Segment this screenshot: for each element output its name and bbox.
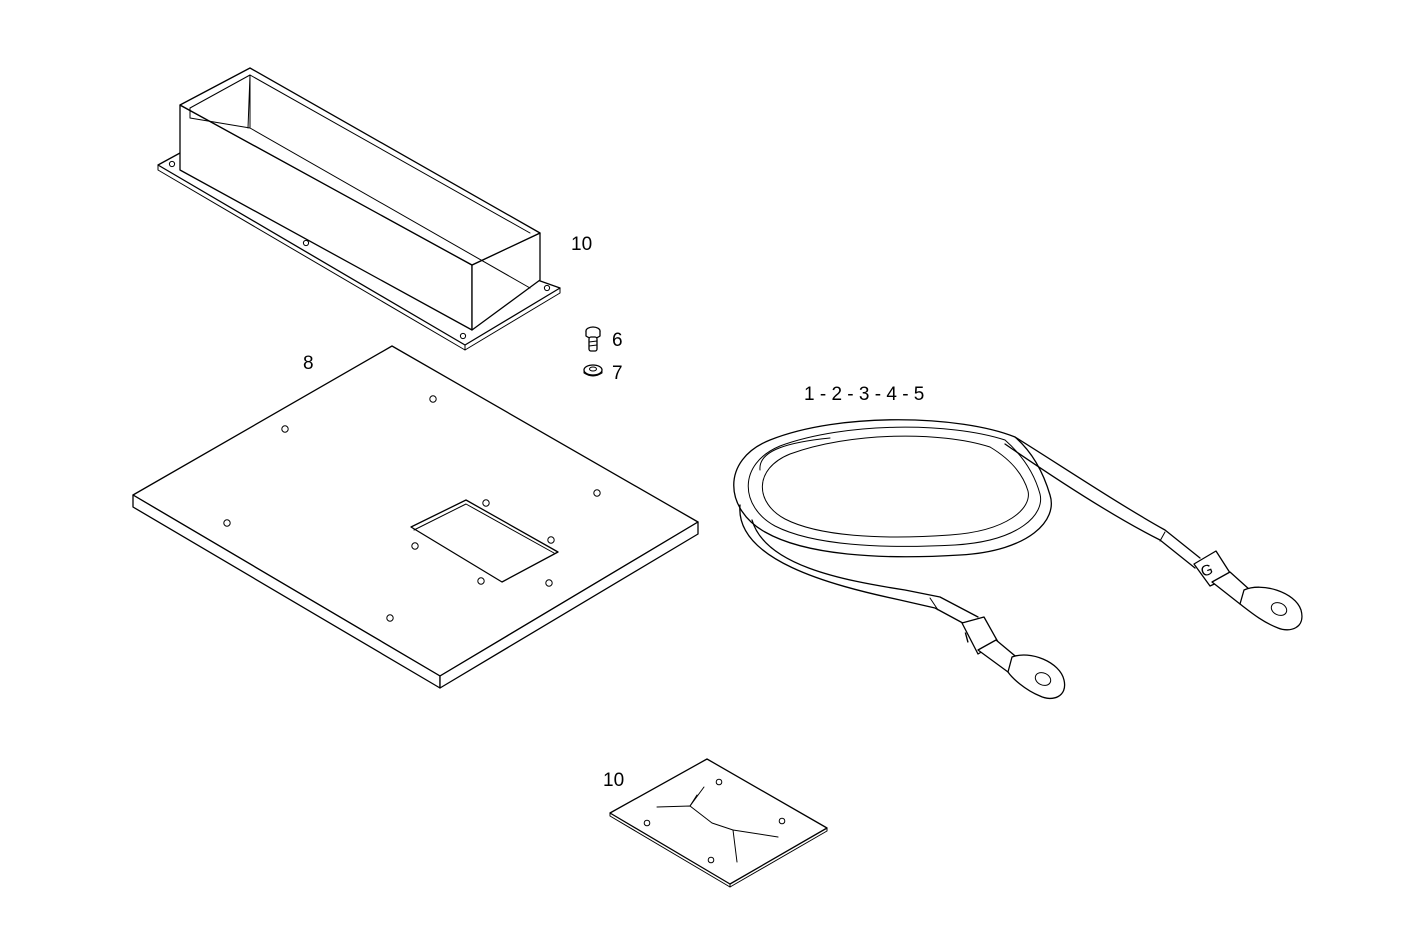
callout-cable-set: 1 - 2 - 3 - 4 - 5 [804, 384, 924, 405]
plate-right-side [439, 521, 699, 689]
plate-hole [477, 577, 485, 585]
cable-lug-left: I [961, 616, 1066, 700]
gasket-part [609, 758, 828, 888]
gasket-hole [643, 819, 651, 827]
cable-set-part: I G [733, 419, 1303, 700]
plate-hole [281, 425, 289, 433]
duct-opening [179, 67, 541, 266]
callout-duct: 10 [571, 234, 592, 255]
cable-coil-inner [761, 435, 1029, 538]
cable-lug-right: G [1193, 550, 1303, 631]
gasket-top-face [609, 758, 828, 885]
plate-top-face [132, 345, 699, 677]
washer-part [583, 364, 603, 377]
plate-cutout [410, 499, 559, 583]
bolt-part [585, 326, 601, 352]
plate-hole [223, 519, 231, 527]
plate-hole [545, 579, 553, 587]
cable-coil-middle [747, 426, 1042, 547]
duct-flange-hole [459, 332, 467, 340]
callout-gasket: 10 [603, 770, 624, 791]
duct-flange-hole [302, 239, 310, 247]
plate-hole [547, 536, 555, 544]
plate-hole [593, 489, 601, 497]
plate-hole [386, 614, 394, 622]
gasket-hole [778, 817, 786, 825]
cable-tag-left-label: I [963, 629, 971, 647]
cable-tag-right-label: G [1199, 561, 1216, 581]
plate-hole [411, 542, 419, 550]
callout-bolt: 6 [612, 330, 623, 351]
duct-flange-hole [543, 284, 551, 292]
base-plate-part [132, 345, 699, 689]
gasket-hole [707, 856, 715, 864]
gasket-hole [715, 778, 723, 786]
callout-washer: 7 [612, 363, 623, 384]
cable-lead-right [1014, 436, 1201, 559]
cable-coil-outer [733, 419, 1052, 558]
duct-flange-hole [168, 160, 176, 168]
plate-hole [429, 395, 437, 403]
duct-part [157, 67, 561, 351]
plate-hole [482, 499, 490, 507]
gasket-slit [656, 805, 779, 838]
callout-base-plate: 8 [303, 353, 314, 374]
cable-lead-left [739, 504, 973, 629]
